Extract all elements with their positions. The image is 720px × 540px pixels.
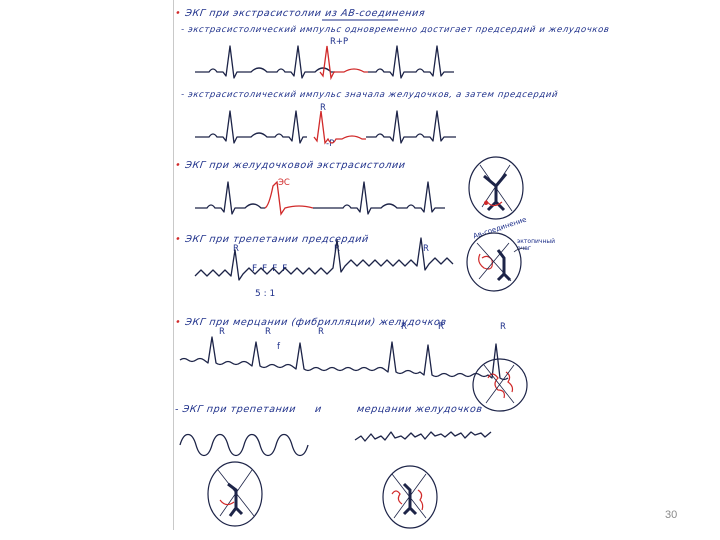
ecg-flutter-wave <box>179 433 309 457</box>
ecg-fibrillation-wave <box>354 431 492 442</box>
label-r-fib-3: R <box>318 327 324 337</box>
label-r-fib-4: R <box>401 322 407 332</box>
label-r-2: R <box>320 103 326 113</box>
ecg-trace-5 <box>179 336 509 381</box>
label-r-plus-p: R+P <box>330 37 349 47</box>
ecg-trace-3b <box>313 181 445 215</box>
label-r-flutter-2: R <box>334 244 340 254</box>
label-r-fib-5: R <box>438 322 444 332</box>
label-r-flutter-3: R <box>423 244 429 254</box>
label-r-flutter-1: R <box>233 244 239 254</box>
ecg-extrasystole-3 <box>264 180 314 216</box>
margin-line <box>173 0 174 530</box>
ecg-trace-3 <box>195 181 265 215</box>
label-f-waves: F F F F <box>252 264 289 274</box>
ecg-trace-2 <box>195 110 307 144</box>
heart-diagram-1 <box>468 156 524 220</box>
heart-diagram-5 <box>382 465 438 529</box>
label-ec: ЭС <box>278 178 290 188</box>
label-r-fib-2: R <box>265 327 271 337</box>
label-ratio: 5 : 1 <box>255 289 276 299</box>
heart-diagram-4 <box>207 461 263 527</box>
ecg-trace-4 <box>194 237 454 281</box>
label-minus-p: -P <box>326 139 335 149</box>
ecg-trace-1b <box>368 45 454 79</box>
ecg-trace-2b <box>366 110 456 144</box>
ecg-trace-1 <box>195 45 335 79</box>
ecg-extrasystole-2 <box>313 110 366 145</box>
heart-diagram-3 <box>472 358 528 412</box>
label-r-fib-6: R <box>500 322 506 332</box>
label-ectopic-focus: эктопичный очаг <box>517 238 556 252</box>
heart-diagram-2 <box>466 232 527 292</box>
ecg-extrasystole-1 <box>319 45 368 81</box>
label-r-fib-1: R <box>219 327 225 337</box>
page-number: 30 <box>665 509 678 521</box>
label-f-small: f <box>277 342 280 352</box>
